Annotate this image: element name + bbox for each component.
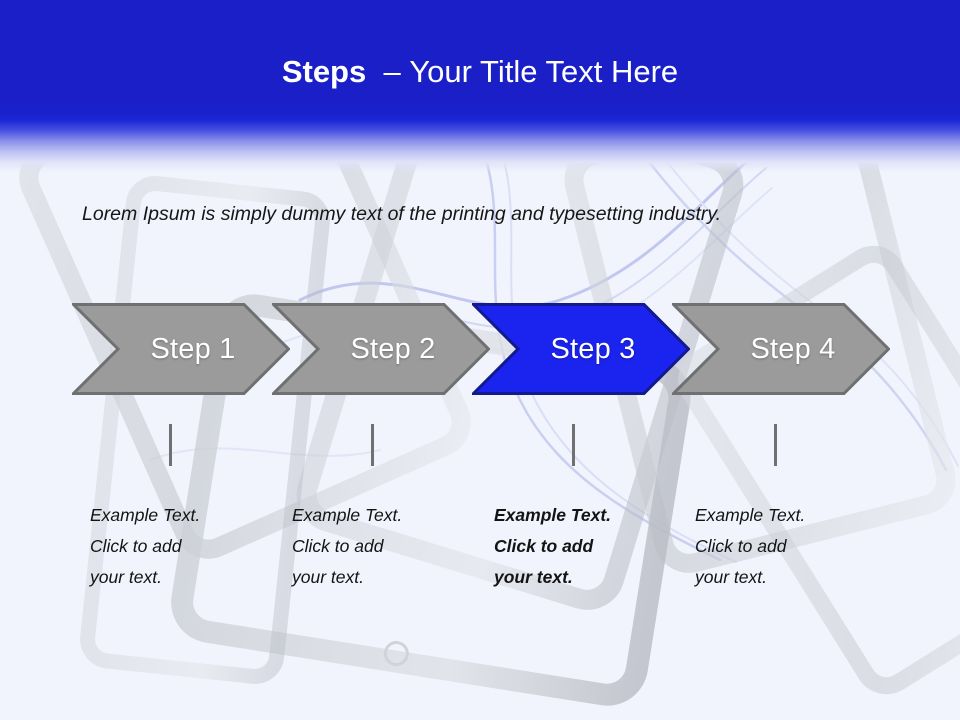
connector-tick-4 [774, 424, 777, 466]
caption-line-3: your text. [292, 567, 364, 587]
title-rest: Your Title Text Here [409, 54, 679, 89]
connector-tick-3 [572, 424, 575, 466]
caption-line-2: Click to add [90, 536, 182, 556]
caption-line-2: Click to add [494, 536, 594, 556]
caption-line-3: your text. [90, 567, 162, 587]
connector-tick-1 [169, 424, 172, 466]
caption-line-1: Example Text. [494, 505, 612, 525]
caption-line-2: Click to add [292, 536, 384, 556]
step-chevron-3[interactable]: Step 3 [472, 303, 690, 395]
caption-line-3: your text. [695, 567, 767, 587]
step-caption-4[interactable]: Example Text. Click to add your text. [695, 500, 880, 593]
steps-chevron-row: Step 1 Step 2 Step 3 Step 4 [0, 303, 960, 395]
title-separator: – [383, 54, 401, 89]
caption-line-1: Example Text. [695, 505, 806, 525]
step-caption-3[interactable]: Example Text. Click to add your text. [494, 500, 679, 593]
connector-tick-2 [371, 424, 374, 466]
step-chevron-1[interactable]: Step 1 [72, 303, 290, 395]
body-paragraph: Lorem Ipsum is simply dummy text of the … [82, 203, 722, 225]
step-chevron-4[interactable]: Step 4 [672, 303, 890, 395]
caption-line-1: Example Text. [90, 505, 201, 525]
page-title: Steps – Your Title Text Here [0, 52, 960, 92]
title-bold-part: Steps [281, 54, 367, 89]
caption-line-3: your text. [494, 567, 573, 587]
caption-line-1: Example Text. [292, 505, 403, 525]
step-caption-2[interactable]: Example Text. Click to add your text. [292, 500, 477, 593]
step-chevron-2[interactable]: Step 2 [272, 303, 490, 395]
caption-line-2: Click to add [695, 536, 787, 556]
step-caption-1[interactable]: Example Text. Click to add your text. [90, 500, 275, 593]
